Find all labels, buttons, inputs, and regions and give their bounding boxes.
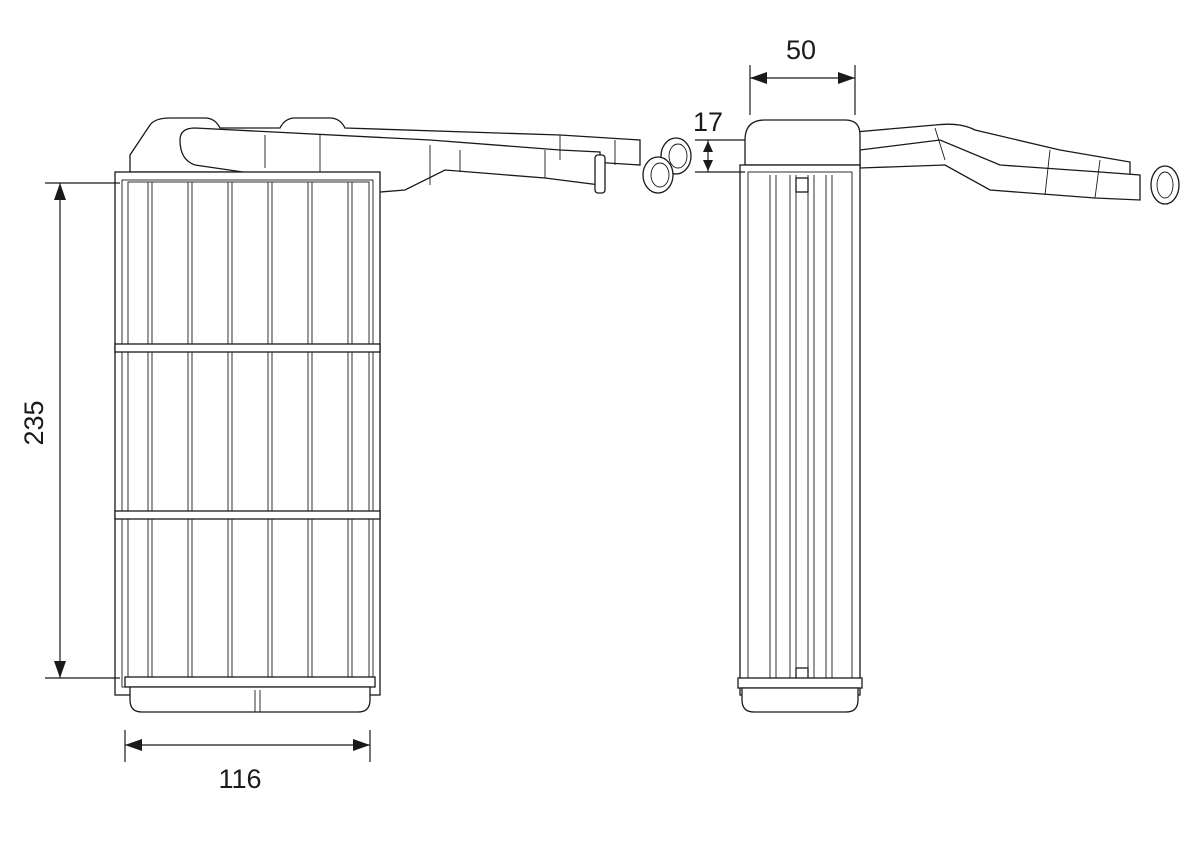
front-view: 235 116 bbox=[19, 117, 692, 794]
front-core bbox=[114, 171, 381, 713]
dimension-width: 116 bbox=[124, 730, 371, 794]
side-pipes bbox=[854, 123, 1180, 205]
dimension-height: 235 bbox=[19, 182, 120, 679]
dimension-depth: 50 bbox=[749, 35, 856, 115]
side-view: 50 17 bbox=[693, 35, 1180, 713]
depth-label: 50 bbox=[786, 35, 816, 65]
width-label: 116 bbox=[218, 764, 261, 794]
dimension-pipe-offset: 17 bbox=[693, 107, 745, 173]
height-label: 235 bbox=[19, 400, 49, 445]
pipe-offset-label: 17 bbox=[693, 107, 723, 137]
side-core bbox=[737, 119, 863, 713]
